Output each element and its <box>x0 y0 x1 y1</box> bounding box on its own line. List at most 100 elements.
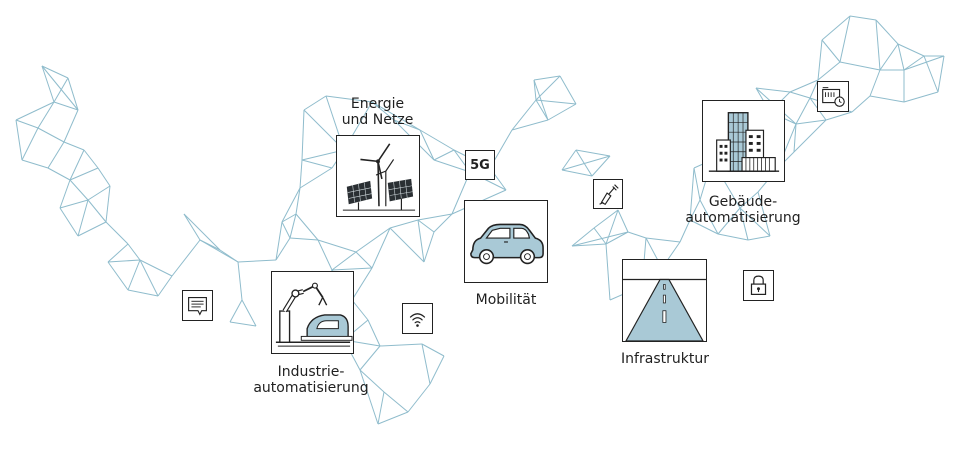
network-edge <box>605 231 629 245</box>
network-edge <box>547 103 577 121</box>
network-edge <box>575 149 593 177</box>
network-edge <box>851 95 871 113</box>
network-edge <box>739 191 759 209</box>
network-edge <box>317 239 333 271</box>
network-edge <box>561 169 593 177</box>
label-gebaeude: Gebäude- automatisierung <box>680 194 806 226</box>
network-edge <box>275 221 283 261</box>
network-edge <box>37 101 55 129</box>
network-edge <box>47 141 65 169</box>
network-edge <box>171 239 201 277</box>
network-edge <box>533 79 537 101</box>
network-edge <box>575 149 611 157</box>
network-edge <box>15 119 39 129</box>
network-edge <box>795 97 811 125</box>
network-edge <box>605 209 619 245</box>
network-edge <box>793 123 797 153</box>
network-edge <box>127 289 159 297</box>
network-edge <box>59 199 89 209</box>
network-edge <box>97 167 111 187</box>
network-edge <box>937 55 945 93</box>
network-edge <box>359 369 385 393</box>
network-edge <box>903 55 925 71</box>
network-edge <box>289 213 297 239</box>
network-edge <box>789 91 811 99</box>
network-edge <box>535 99 549 121</box>
network-edge <box>317 239 357 253</box>
network-edge <box>817 39 823 81</box>
network-edge <box>591 155 611 177</box>
network-edge <box>789 79 819 93</box>
network-edge <box>617 209 629 233</box>
network-edge <box>355 227 391 253</box>
network-edge <box>139 259 159 297</box>
network-edge <box>389 227 425 263</box>
network-edge <box>717 233 749 241</box>
network-edge <box>839 61 881 71</box>
network-edge <box>107 259 141 263</box>
network-edge <box>421 343 431 385</box>
network-edge <box>747 235 771 241</box>
network-edge <box>367 319 381 347</box>
network-edge <box>241 299 257 327</box>
network-edge <box>645 237 681 243</box>
network-edge <box>417 213 453 221</box>
network-edge <box>53 77 69 103</box>
robot-arm-icon <box>271 271 354 354</box>
network-edge <box>331 251 357 271</box>
car-icon <box>464 200 548 283</box>
network-edge <box>301 109 305 161</box>
network-edge <box>679 219 691 243</box>
network-edge <box>689 167 695 221</box>
network-edge <box>821 15 851 41</box>
network-edge <box>107 243 129 263</box>
network-edge <box>379 343 423 347</box>
network-edge <box>417 219 425 263</box>
network-edge <box>355 251 373 269</box>
network-edge <box>627 231 647 239</box>
network-edge <box>157 275 173 297</box>
network-edge <box>561 149 577 171</box>
label-mobilitaet: Mobilität <box>475 292 537 308</box>
network-edge <box>183 213 221 251</box>
network-edge <box>377 391 385 425</box>
network-edge <box>825 111 853 121</box>
network-edge <box>897 43 905 71</box>
network-edge <box>41 65 69 79</box>
network-edge <box>63 141 85 151</box>
network-edge <box>849 15 877 21</box>
network-edge <box>511 119 549 131</box>
label-energie: Energie und Netze <box>330 96 425 128</box>
wifi-icon <box>402 303 433 334</box>
network-edge <box>389 219 419 229</box>
network-edge <box>821 39 841 63</box>
network-edge <box>571 227 595 247</box>
network-edge <box>419 129 435 161</box>
network-edge <box>869 95 905 103</box>
network-edge <box>809 79 819 99</box>
network-edge <box>83 149 99 169</box>
network-edge <box>229 299 243 323</box>
network-edge <box>755 87 791 93</box>
network-edge <box>739 207 749 241</box>
network-edge <box>41 65 79 111</box>
network-edge <box>303 95 327 111</box>
network-edge <box>571 243 607 247</box>
network-edge <box>21 159 49 169</box>
lock-icon <box>743 270 774 301</box>
network-edge <box>535 99 577 105</box>
network-edge <box>533 75 561 81</box>
network-edge <box>229 321 257 327</box>
network-edge <box>359 345 381 371</box>
network-edge <box>289 237 319 241</box>
network-edge <box>183 213 201 241</box>
network-edge <box>875 19 899 45</box>
network-edge <box>903 55 945 71</box>
network-edge <box>897 43 925 57</box>
5g-text: 5G <box>470 157 490 173</box>
network-edge <box>795 119 827 125</box>
message-icon <box>182 290 213 321</box>
network-edge <box>423 231 435 263</box>
network-edge <box>407 383 431 413</box>
network-edge <box>237 261 243 301</box>
